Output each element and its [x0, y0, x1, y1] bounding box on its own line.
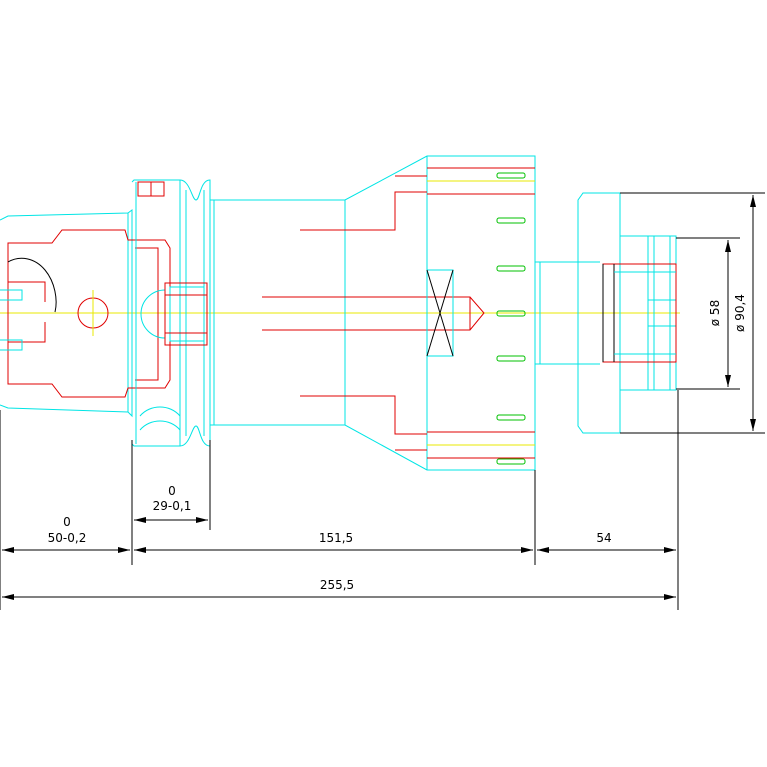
dimensions: 0 50-0,2 0 29-0,1 151,5 54 255,5 ø 58 ø … [0, 192, 765, 610]
dim-dia-outer-label: ø 90,4 [733, 294, 747, 332]
dim-2-upper: 0 [168, 484, 176, 498]
shank-section [0, 209, 171, 418]
dim-2-lower: 29-0,1 [153, 499, 192, 513]
dim-total-label: 255,5 [320, 578, 354, 592]
flange-section [131, 179, 211, 447]
dim-1-lower: 50-0,2 [48, 531, 87, 545]
body-section [210, 155, 600, 471]
dim-4-label: 54 [596, 531, 611, 545]
dim-dia-inner-label: ø 58 [708, 300, 722, 326]
dim-1-upper: 0 [63, 515, 71, 529]
dim-3-label: 151,5 [319, 531, 353, 545]
